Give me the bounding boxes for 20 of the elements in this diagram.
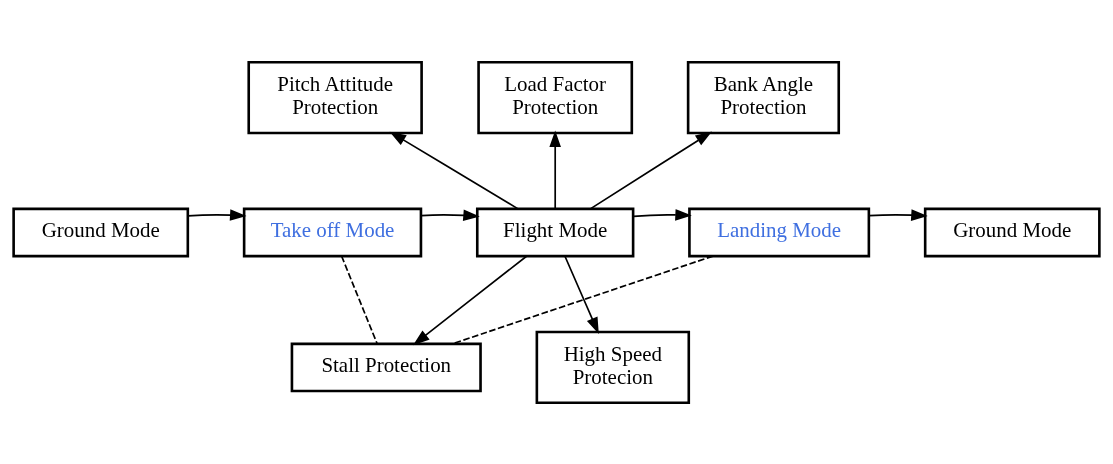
arrow <box>868 208 928 221</box>
connector <box>340 254 378 344</box>
node-box: Stall Protection <box>290 342 482 392</box>
node-box: Ground Mode <box>12 207 190 257</box>
arrow <box>632 208 692 221</box>
node-box: Bank Angle Protection <box>686 60 841 134</box>
node-box: Pitch Attitude Protection <box>247 60 423 134</box>
arrow <box>187 208 247 221</box>
arrow <box>564 254 599 334</box>
arrow <box>389 131 519 210</box>
arrow <box>420 209 480 221</box>
node-box: Take off Mode <box>242 207 423 257</box>
node-box: Load Factor Protection <box>477 60 634 134</box>
arrow <box>549 129 561 210</box>
arrow <box>413 254 528 345</box>
arrow <box>589 131 712 210</box>
node-box: Ground Mode <box>923 207 1101 257</box>
node-box: High Speed Protecion <box>535 330 691 404</box>
node-box: Landing Mode <box>688 207 871 257</box>
node-box: Flight Mode <box>475 207 635 257</box>
